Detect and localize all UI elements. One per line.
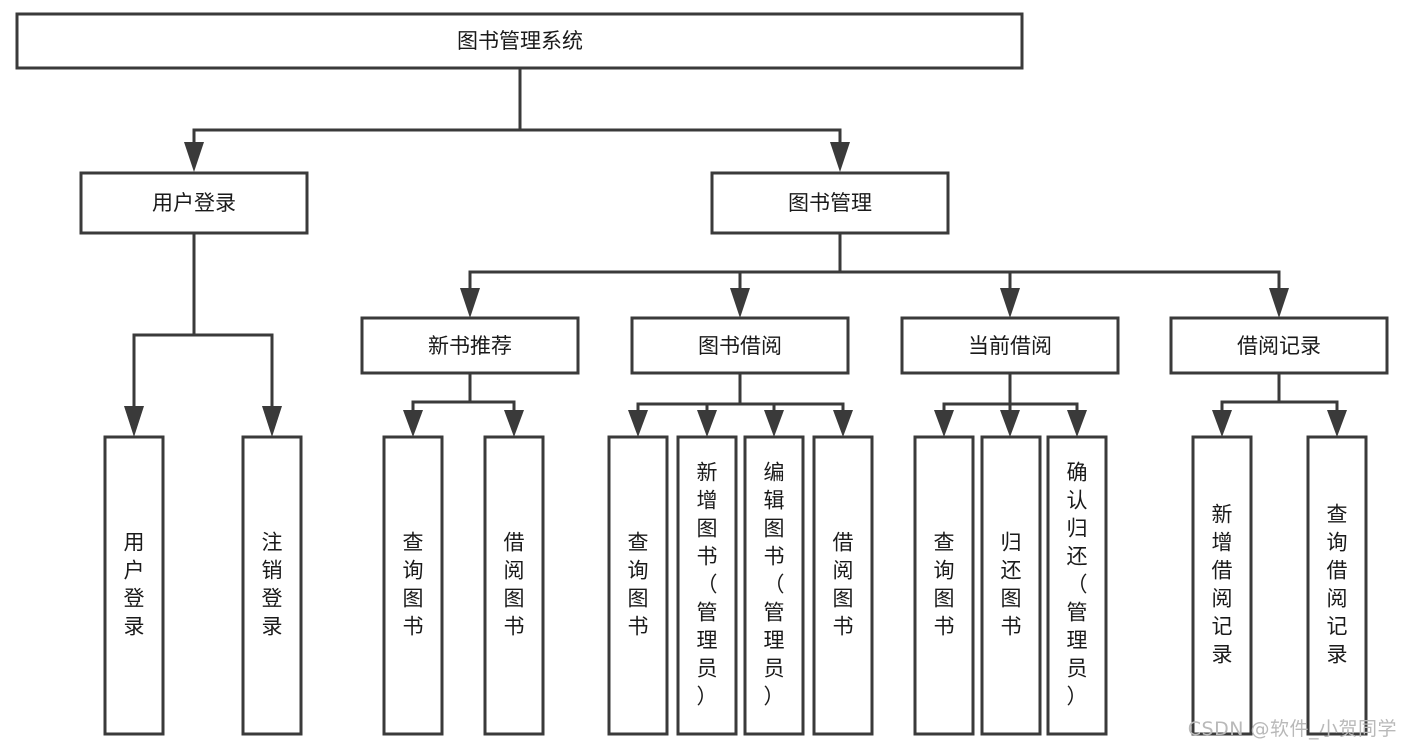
node-borrow-record[interactable]: 借阅记录 (1169, 316, 1389, 375)
connectors-group (124, 66, 1347, 437)
leaf-borrow-book-2[interactable]: 借阅图书 (812, 435, 874, 736)
node-root[interactable]: 图书管理系统 (15, 12, 1024, 70)
leaf-user-login-box[interactable] (103, 435, 165, 736)
leaf-edit-book-box[interactable] (743, 435, 805, 736)
leaf-logout-box[interactable] (241, 435, 303, 736)
node-book-manage-label: 图书管理 (788, 191, 872, 215)
leaf-return-book-box[interactable] (980, 435, 1042, 736)
arrow-head-leaf-query-book-3 (934, 410, 954, 437)
leaf-query-book-1-label: 查询图书 (403, 531, 424, 639)
node-new-book-recommend-label: 新书推荐 (428, 334, 512, 358)
leaf-borrow-book-2-box[interactable] (812, 435, 874, 736)
arrow-head-leaf-query-book-2 (628, 410, 648, 437)
leaf-query-book-3-label: 查询图书 (934, 531, 955, 639)
leaf-borrow-book-2-label: 借阅图书 (833, 531, 854, 639)
leaf-logout[interactable]: 注销登录 (241, 435, 303, 736)
leaf-return-book-label: 归还图书 (1001, 531, 1022, 639)
leaf-confirm-return-label: 确认归还（管理员） (1067, 461, 1088, 709)
node-current-borrow-label: 当前借阅 (968, 334, 1052, 358)
leaf-add-record-label: 新增借阅记录 (1212, 503, 1233, 667)
node-user-login-label: 用户登录 (152, 191, 236, 215)
node-book-manage-box[interactable] (710, 171, 950, 235)
arrow-head-book-borrow (730, 288, 750, 318)
leaf-query-book-1-box[interactable] (382, 435, 444, 736)
arrow-head-current-borrow (1000, 288, 1020, 318)
leaf-confirm-return-box[interactable] (1046, 435, 1108, 736)
csdn-watermark: CSDN @软件_小贺同学 (1187, 718, 1397, 740)
arrow-head-leaf-confirm-return (1067, 410, 1087, 437)
arrow-head-leaf-add-book (697, 410, 717, 437)
leaf-add-book[interactable]: 新增图书（管理员） (676, 435, 738, 736)
leaf-add-book-label: 新增图书（管理员） (697, 461, 718, 709)
leaf-query-record[interactable]: 查询借阅记录 (1306, 435, 1368, 736)
arrow-head-leaf-edit-book (764, 410, 784, 437)
node-user-login[interactable]: 用户登录 (79, 171, 309, 235)
arrow-head-user-login (184, 142, 204, 172)
arrow-head-leaf-borrow-book-1 (504, 410, 524, 437)
node-user-login-box[interactable] (79, 171, 309, 235)
arrow-head-leaf-return-book (1000, 410, 1020, 437)
leaf-borrow-book-1[interactable]: 借阅图书 (483, 435, 545, 736)
leaf-return-book[interactable]: 归还图书 (980, 435, 1042, 736)
node-book-borrow[interactable]: 图书借阅 (630, 316, 850, 375)
node-borrow-record-label: 借阅记录 (1237, 334, 1321, 358)
leaf-add-record-box[interactable] (1191, 435, 1253, 736)
node-borrow-record-box[interactable] (1169, 316, 1389, 375)
arrow-head-leaf-user-login (124, 406, 144, 437)
leaf-borrow-book-1-box[interactable] (483, 435, 545, 736)
leaf-query-book-2-box[interactable] (607, 435, 669, 736)
leaf-borrow-book-1-label: 借阅图书 (504, 531, 525, 639)
leaf-query-record-label: 查询借阅记录 (1327, 503, 1348, 667)
leaf-confirm-return[interactable]: 确认归还（管理员） (1046, 435, 1108, 736)
leaf-query-book-2-label: 查询图书 (628, 531, 649, 639)
arrow-head-book-manage (830, 142, 850, 172)
leaf-query-book-3-box[interactable] (913, 435, 975, 736)
arrow-head-new-book-recommend (460, 288, 480, 318)
node-book-borrow-label: 图书借阅 (698, 334, 782, 358)
arrow-head-leaf-query-book-1 (403, 410, 423, 437)
arrow-head-leaf-query-record (1327, 410, 1347, 437)
leaf-edit-book-label: 编辑图书（管理员） (764, 461, 785, 709)
node-current-borrow-box[interactable] (900, 316, 1120, 375)
leaf-logout-label: 注销登录 (262, 531, 283, 639)
node-current-borrow[interactable]: 当前借阅 (900, 316, 1120, 375)
arrow-head-leaf-borrow-book-2 (833, 410, 853, 437)
leaf-add-book-box[interactable] (676, 435, 738, 736)
node-book-manage[interactable]: 图书管理 (710, 171, 950, 235)
arrow-head-leaf-logout (262, 406, 282, 437)
arrow-head-borrow-record (1269, 288, 1289, 318)
node-new-book-recommend[interactable]: 新书推荐 (360, 316, 580, 375)
leaf-query-book-3[interactable]: 查询图书 (913, 435, 975, 736)
leaf-query-book-2[interactable]: 查询图书 (607, 435, 669, 736)
leaf-query-record-box[interactable] (1306, 435, 1368, 736)
node-root-box[interactable] (15, 12, 1024, 70)
leaf-user-login-label: 用户登录 (124, 531, 145, 639)
arrow-head-leaf-add-record (1212, 410, 1232, 437)
node-book-borrow-box[interactable] (630, 316, 850, 375)
leaf-edit-book[interactable]: 编辑图书（管理员） (743, 435, 805, 736)
node-root-label: 图书管理系统 (457, 29, 583, 53)
leaf-user-login[interactable]: 用户登录 (103, 435, 165, 736)
node-new-book-recommend-box[interactable] (360, 316, 580, 375)
leaf-query-book-1[interactable]: 查询图书 (382, 435, 444, 736)
leaf-add-record[interactable]: 新增借阅记录 (1191, 435, 1253, 736)
